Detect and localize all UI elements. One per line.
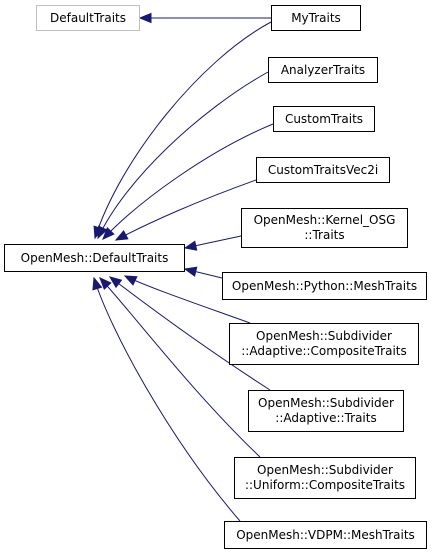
inheritance-edge-vdpm_mesh_traits-to-openmesh_default_traits xyxy=(93,277,241,522)
class-node-subdivider-adaptive-traits[interactable]: OpenMesh::Subdivider::Adaptive::Traits xyxy=(248,390,404,432)
class-name-label: ::Adaptive::CompositeTraits xyxy=(241,344,407,358)
class-node-kernel-osg-traits[interactable]: OpenMesh::Kernel_OSG::Traits xyxy=(241,208,408,248)
class-name-label: OpenMesh::Subdivider xyxy=(256,329,392,343)
inheritance-edge-custom_traits_vec2i-to-openmesh_default_traits xyxy=(115,179,257,241)
class-node-default-traits: DefaultTraits xyxy=(36,5,140,31)
inheritance-arrowhead-analyzer_traits xyxy=(97,225,108,240)
inheritance-edge-custom_traits-to-openmesh_default_traits xyxy=(102,123,274,240)
class-name-label: OpenMesh::Python::MeshTraits xyxy=(231,278,418,293)
inheritance-arrowhead-subdivider_uniform_composite_traits xyxy=(99,277,112,290)
inheritance-arrowhead-kernel_osg_traits xyxy=(183,240,198,251)
inheritance-arrowhead-subdivider_adaptive_traits xyxy=(108,276,123,289)
class-name-label: OpenMesh::Subdivider xyxy=(258,396,394,410)
inheritance-arrowhead-subdivider_adaptive_composite_traits xyxy=(123,275,138,286)
class-node-subdivider-adaptive-composite-traits[interactable]: OpenMesh::Subdivider::Adaptive::Composit… xyxy=(229,323,419,365)
class-name-label: OpenMesh::Subdivider xyxy=(257,463,393,477)
inheritance-arrowhead-custom_traits xyxy=(102,227,115,240)
inheritance-edge-subdivider_uniform_composite_traits-to-openmesh_default_traits xyxy=(99,277,261,458)
class-name-label: AnalyzerTraits xyxy=(280,62,366,77)
class-name-label: ::Traits xyxy=(304,228,345,242)
class-node-openmesh-default-traits[interactable]: OpenMesh::DefaultTraits xyxy=(4,244,185,272)
inheritance-edge-my_traits-to-openmesh_default_traits xyxy=(94,21,272,239)
inheritance-arrowhead-vdpm_mesh_traits xyxy=(92,276,103,291)
inheritance-arrowhead-custom_traits_vec2i xyxy=(114,229,129,241)
class-name-label: ::Adaptive::Traits xyxy=(275,411,377,425)
class-node-vdpm-mesh-traits[interactable]: OpenMesh::VDPM::MeshTraits xyxy=(224,521,427,549)
class-name-label: OpenMesh::Kernel_OSG xyxy=(253,213,396,227)
class-node-python-mesh-traits[interactable]: OpenMesh::Python::MeshTraits xyxy=(222,272,427,300)
class-node-analyzer-traits[interactable]: AnalyzerTraits xyxy=(268,57,378,83)
class-name-label: DefaultTraits xyxy=(50,10,126,25)
class-name-label: CustomTraits xyxy=(284,111,364,126)
class-node-custom-traits-vec2i[interactable]: CustomTraitsVec2i xyxy=(256,157,390,183)
class-name-label: OpenMesh::VDPM::MeshTraits xyxy=(236,527,415,542)
inheritance-arrowhead-my_traits xyxy=(138,12,152,24)
class-node-subdivider-uniform-composite-traits[interactable]: OpenMesh::Subdivider::Uniform::Composite… xyxy=(234,457,416,499)
class-node-my-traits[interactable]: MyTraits xyxy=(271,5,361,31)
class-name-label: ::Uniform::CompositeTraits xyxy=(244,478,406,492)
inheritance-edge-subdivider_adaptive_traits-to-openmesh_default_traits xyxy=(109,276,271,391)
class-node-custom-traits[interactable]: CustomTraits xyxy=(273,106,375,132)
class-name-label: MyTraits xyxy=(291,10,341,25)
class-name-label: OpenMesh::DefaultTraits xyxy=(20,250,169,265)
class-name-label: CustomTraitsVec2i xyxy=(267,162,379,177)
inheritance-arrowhead-python_mesh_traits xyxy=(183,266,198,277)
inheritance-edge-analyzer_traits-to-openmesh_default_traits xyxy=(97,71,269,239)
